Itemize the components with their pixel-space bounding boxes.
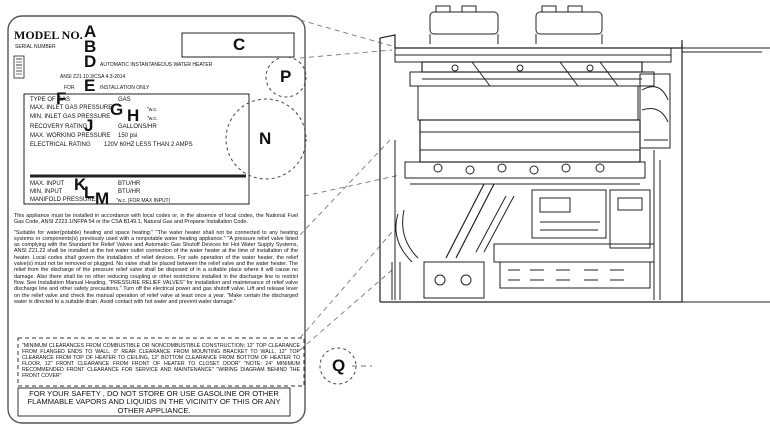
safety-warning-text: FOR YOUR SAFETY , DO NOT STORE OR USE GA… [27, 389, 281, 415]
callout-q: Q [332, 356, 346, 375]
min-inlet-pressure-label: MIN. INLET GAS PRESSURE [30, 114, 111, 120]
callout-d: D [84, 52, 97, 71]
max-working-pressure-label: MAX. WORKING PRESSURE [30, 133, 111, 139]
min-input-unit-label: BTU/HR [118, 189, 141, 195]
callout-g: G [110, 100, 124, 119]
callout-k: K [74, 175, 87, 194]
max-input-unit-label: BTU/HR [118, 181, 141, 187]
electrical-rating-label: ELECTRICAL RATING [30, 142, 91, 148]
callout-p: P [280, 67, 292, 86]
manifold-pressure-value: "w.c. (FOR MAX INPUT) [116, 198, 171, 204]
psi-value-label: 150 psi [118, 133, 138, 139]
manifold-pressure-label: MANIFOLD PRESSURE [30, 197, 96, 203]
product-name-label: AUTOMATIC INSTANTANEOUS WATER HEATER [100, 62, 213, 68]
gas-unit-label: GAS [118, 97, 131, 103]
max-inlet-unit-label: "w.c. [147, 107, 158, 113]
clearance-text: "MINIMUM CLEARANCES FROM COMBUSTIBLE OR … [22, 343, 300, 380]
callout-circle-n [225, 98, 307, 180]
max-input-label: MAX. INPUT [30, 181, 65, 187]
type-of-gas-label: TYPE OF GAS [30, 97, 71, 103]
installation-paragraph-1: This appliance must be installed in acco… [14, 213, 298, 226]
min-input-label: MIN. INPUT [30, 189, 63, 195]
barcode-icon [13, 55, 25, 79]
callout-a: A [84, 22, 97, 41]
electrical-rating-value: 120V 60HZ LESS THAN 2 AMPS [104, 142, 193, 148]
ansi-standard-label: ANSI Z21.10.3/CSA 4.3-2014 [60, 74, 126, 80]
safety-box [17, 387, 291, 417]
serial-number-label: SERIAL NUMBER [15, 44, 56, 50]
clearance-box [17, 337, 305, 387]
rating-box [23, 93, 250, 205]
water-heater-cutaway [379, 5, 770, 303]
for-label: FOR [64, 85, 75, 91]
callout-e: E [84, 76, 96, 95]
callout-l: L [84, 183, 95, 202]
installation-paragraph-2: "Suitable for water(potable) heating and… [14, 229, 298, 305]
callout-circle-p [265, 56, 307, 98]
callout-n: N [259, 129, 272, 148]
callout-c: C [233, 35, 246, 54]
callout-h: H [127, 106, 140, 125]
callout-box-c [181, 32, 295, 58]
callout-b: B [84, 37, 97, 56]
gallons-hour-label: GALLONS/HR [118, 124, 157, 130]
projection-lines [299, 19, 401, 367]
min-inlet-unit-label: "w.c. [147, 116, 158, 122]
callout-j: J [84, 116, 94, 135]
installation-instructions: This appliance must be installed in acco… [14, 213, 298, 309]
installation-only-label: INSTALLATION ONLY [100, 85, 150, 91]
callout-m: M [95, 189, 110, 208]
recovery-rating-label: RECOVERY RATING [30, 124, 88, 130]
callout-f: F [56, 89, 67, 108]
max-inlet-pressure-label: MAX. INLET GAS PRESSURE [30, 105, 113, 111]
model-no-label: MODEL NO. [14, 28, 83, 42]
